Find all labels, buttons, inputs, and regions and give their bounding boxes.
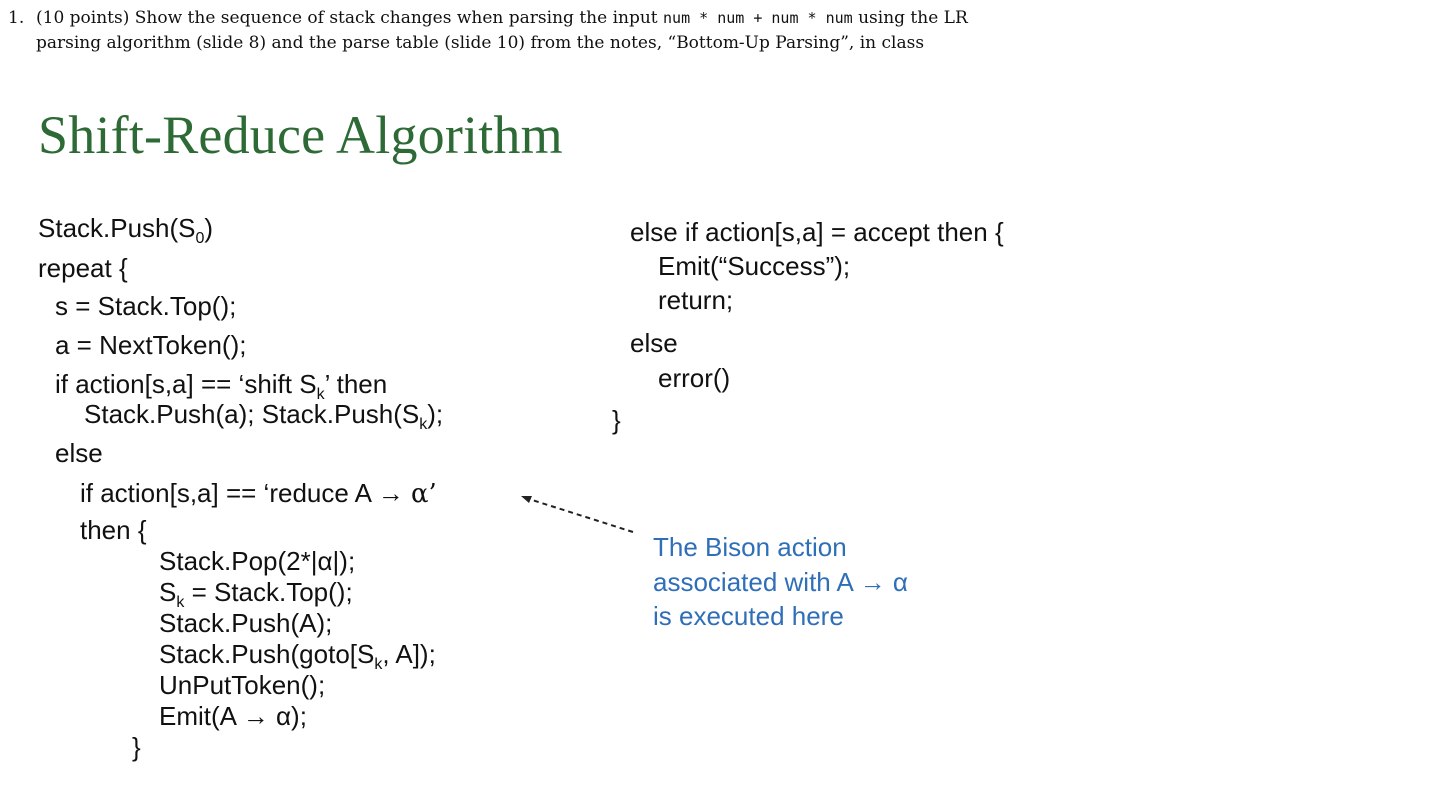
code-line: a = NextToken(); [55,330,247,360]
dashed-arrow-icon [521,496,634,533]
annotation-line: is executed here [653,601,844,631]
code-line: Stack.Push(a); Stack.Push(Sk); [84,399,444,433]
code-line: Stack.Push(S0) [38,213,214,247]
slide-title: Shift-Reduce Algorithm [38,105,563,165]
code-line: s = Stack.Top(); [55,291,237,321]
code-line: then { [80,515,147,545]
code-line: else if action[s,a] = accept then { [630,217,1004,247]
question-body: (10 points) Show the sequence of stack c… [36,6,968,56]
question-text-after: using the LR parsing algorithm (slide 8)… [36,8,968,53]
code-line: Stack.Pop(2*|α|); [159,546,356,576]
code-line: else [55,438,103,468]
code-line: repeat { [38,253,128,283]
input-code: num * num + num * num [663,9,853,27]
annotation-line: associated with A → α [653,566,908,597]
code-line: Emit(A → α); [159,701,307,731]
bison-annotation: The Bison action associated with A → α i… [653,530,908,634]
code-line: } [132,732,141,762]
code-line: UnPutToken(); [159,670,326,700]
code-line: else [630,328,678,358]
code-line: if action[s,a] == ‘shift Sk’ then [55,369,388,403]
code-line: Stack.Push(A); [159,608,333,638]
question-number: 1. [8,8,25,28]
annotation-line: The Bison action [653,532,847,562]
question-text: 1. (10 points) Show the sequence of stac… [8,6,968,56]
code-line: } [612,405,621,435]
code-line: if action[s,a] == ‘reduce A → α’ [80,478,437,509]
code-line: return; [658,285,734,315]
code-line: Sk = Stack.Top(); [159,577,353,611]
code-line: Emit(“Success”); [658,251,851,281]
code-line: error() [658,363,731,393]
code-line: Stack.Push(goto[Sk, A]); [159,639,436,673]
question-text-before: (10 points) Show the sequence of stack c… [36,8,664,28]
